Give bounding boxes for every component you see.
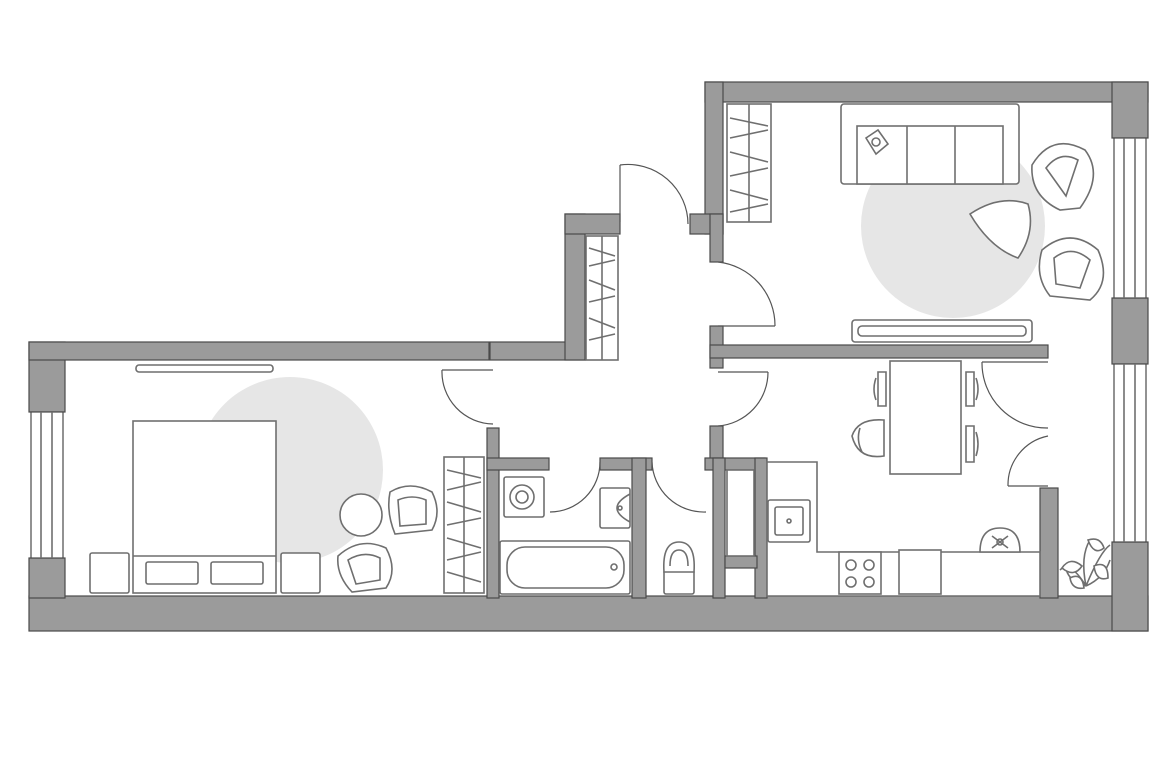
armchair-icon — [336, 542, 393, 593]
wardrobe-icon — [585, 235, 619, 361]
armchair-icon — [388, 485, 438, 535]
kitchen-dining — [766, 360, 1111, 597]
nightstand-icon — [89, 552, 130, 594]
bathroom — [499, 476, 631, 595]
walls — [28, 81, 1149, 632]
nightstand-icon — [280, 552, 321, 594]
coffee-table-icon — [968, 199, 1032, 259]
round-table-icon — [339, 493, 383, 537]
tv-unit-icon — [851, 319, 1033, 343]
stove-icon — [838, 551, 882, 595]
sofa-icon — [840, 103, 1020, 185]
wardrobe-icon — [726, 103, 772, 223]
washing-machine-icon — [503, 476, 545, 518]
window-icon — [30, 411, 64, 559]
toilet-icon — [662, 541, 696, 595]
wardrobe-icon — [443, 456, 485, 594]
chair-icon — [965, 425, 979, 463]
kitchen-counter — [766, 461, 1041, 597]
armchair-icon — [1031, 142, 1095, 211]
kettle-icon — [979, 527, 1021, 553]
oven-icon — [898, 549, 942, 595]
chair-icon — [851, 419, 885, 458]
window-icon — [1113, 137, 1147, 299]
dining-table-icon — [889, 360, 962, 475]
living-room — [726, 103, 1105, 343]
chair-icon — [873, 371, 887, 407]
bed-icon — [132, 420, 277, 594]
plant-icon — [1059, 538, 1111, 590]
window-icon — [1113, 363, 1147, 543]
storage-closet — [726, 469, 755, 557]
door-icon — [441, 163, 1049, 513]
bedroom — [89, 364, 485, 594]
kitchen-sink-icon — [767, 499, 811, 543]
wall-shelf-icon — [135, 364, 274, 373]
bathtub-icon — [499, 540, 631, 595]
chair-icon — [965, 371, 979, 407]
sink-icon — [599, 487, 631, 529]
armchair-icon — [1038, 237, 1105, 301]
